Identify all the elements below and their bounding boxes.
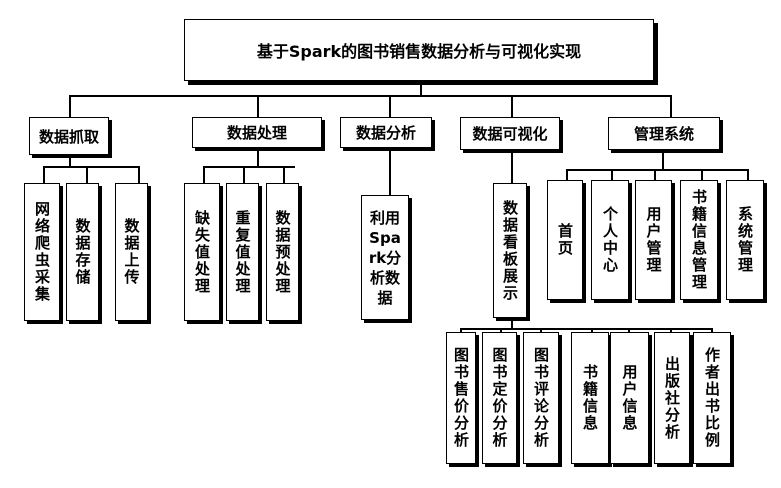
- module-data-processing: 数据处理: [192, 117, 322, 148]
- module-data-crawl: 数据抓取: [29, 117, 109, 155]
- connector-line: [460, 328, 462, 332]
- connector-line: [43, 166, 45, 183]
- connector-line: [460, 328, 712, 330]
- node-book-info: 书籍信息: [571, 332, 609, 464]
- module-data-analysis: 数据分析: [340, 117, 432, 148]
- node-crawler-collect: 网络爬虫采集: [24, 183, 60, 321]
- connector-line: [69, 95, 71, 117]
- connector-line: [566, 169, 748, 171]
- connector-line: [203, 166, 295, 168]
- node-data-upload: 数据上传: [115, 183, 148, 321]
- node-book-pricing-analysis: 图书定价分析: [482, 332, 517, 464]
- connector-line: [701, 169, 703, 180]
- connector-line: [257, 148, 259, 167]
- connector-line: [662, 150, 664, 170]
- connector-line: [283, 166, 285, 183]
- module-management-system: 管理系统: [608, 117, 720, 150]
- connector-line: [500, 328, 502, 332]
- connector-line: [203, 166, 205, 183]
- connector-line: [711, 328, 713, 332]
- node-spark-analysis: 利用Spark分析数据: [361, 195, 409, 320]
- node-book-info-management: 书籍信息管理: [680, 180, 718, 300]
- node-publisher-analysis: 出版社分析: [654, 332, 690, 464]
- node-book-review-analysis: 图书评论分析: [523, 332, 559, 464]
- connector-line: [611, 169, 613, 180]
- node-data-preprocessing: 数据预处理: [266, 183, 299, 321]
- node-data-storage: 数据存储: [66, 183, 99, 321]
- connector-line: [243, 166, 245, 183]
- node-system-management: 系统管理: [726, 180, 764, 300]
- connector-line: [43, 166, 139, 168]
- node-personal-center: 个人中心: [591, 180, 629, 300]
- connector-line: [257, 95, 259, 117]
- connector-line: [540, 328, 542, 332]
- node-user-management: 用户管理: [635, 180, 672, 300]
- node-missing-values: 缺失值处理: [184, 183, 220, 321]
- connector-line: [511, 150, 513, 183]
- connector-line: [628, 328, 630, 332]
- connector-line: [511, 318, 513, 329]
- connector-line: [420, 81, 422, 95]
- node-home: 首页: [547, 180, 583, 300]
- connector-line: [654, 169, 656, 180]
- node-user-info: 用户信息: [610, 332, 649, 464]
- connector-line: [670, 95, 672, 117]
- connector-line: [69, 155, 71, 167]
- connector-line: [670, 328, 672, 332]
- connector-line: [86, 166, 88, 183]
- connector-line: [566, 169, 568, 180]
- connector-line: [138, 166, 140, 183]
- node-dashboard-display: 数据看板展示: [493, 183, 527, 318]
- connector-line: [389, 95, 391, 117]
- connector-line: [69, 95, 671, 97]
- node-book-price-analysis: 图书售价分析: [446, 332, 476, 464]
- connector-line: [389, 148, 391, 195]
- root-title: 基于Spark的图书销售数据分析与可视化实现: [184, 19, 654, 81]
- module-data-visualization: 数据可视化: [460, 117, 560, 150]
- connector-line: [511, 95, 513, 117]
- node-duplicate-values: 重复值处理: [226, 183, 259, 321]
- connector-line: [591, 328, 593, 332]
- node-author-ratio: 作者出书比例: [693, 332, 731, 464]
- connector-line: [747, 169, 749, 180]
